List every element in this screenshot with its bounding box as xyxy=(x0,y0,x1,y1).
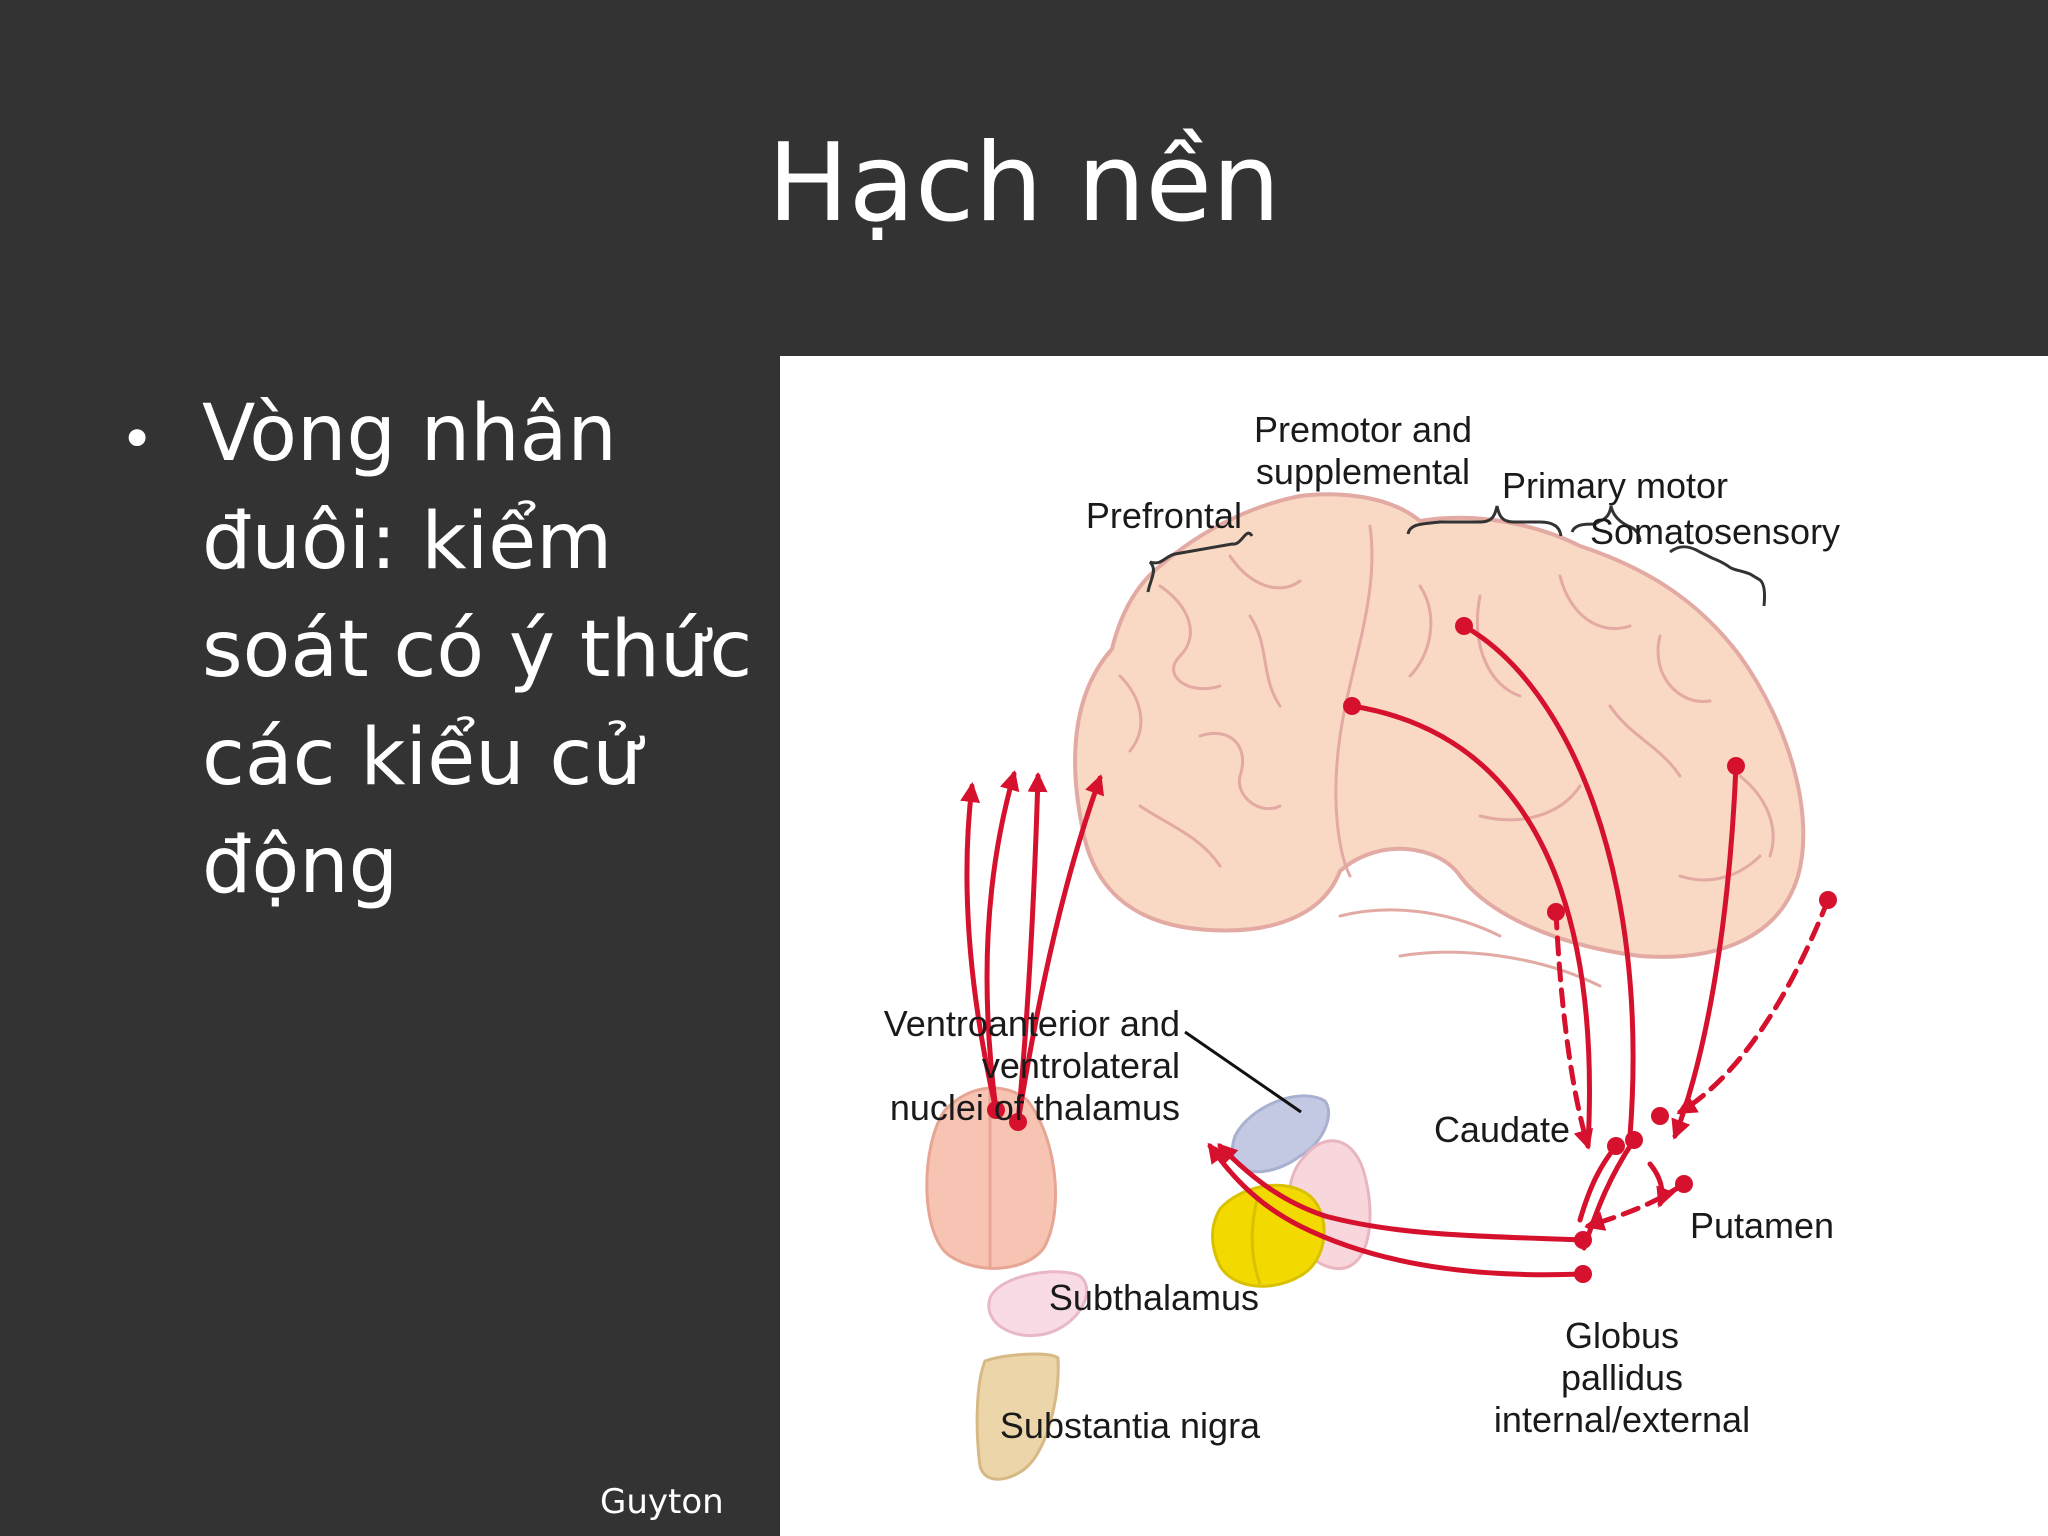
label-globus-3: internal/external xyxy=(1494,1399,1750,1440)
label-putamen: Putamen xyxy=(1690,1205,1834,1246)
dashed-motor-caudate xyxy=(1553,909,1593,1150)
slide-title: Hạch nền xyxy=(767,121,1281,246)
globus-divider xyxy=(1250,1195,1262,1285)
label-thalamus-1: Ventroanterior and xyxy=(884,1003,1180,1044)
dashed-somato-caudate xyxy=(1676,897,1831,1115)
label-caudate: Caudate xyxy=(1434,1109,1570,1150)
label-globus-1: Globus xyxy=(1565,1315,1679,1356)
basal-ganglia-figure: Premotor and supplemental Primary motor … xyxy=(780,356,2048,1536)
cerebral-cortex xyxy=(1073,492,1806,959)
label-primary-motor: Primary motor xyxy=(1502,465,1728,506)
label-premotor-1: Premotor and xyxy=(1254,409,1472,450)
pathway-globus-thalamus xyxy=(1217,1143,1586,1243)
pathway-premotor-caudate xyxy=(1461,623,1636,1139)
label-globus-2: pallidus xyxy=(1561,1357,1683,1398)
image-credit: Guyton xyxy=(600,1482,724,1522)
subthalamus xyxy=(987,1270,1089,1337)
label-subthalamus: Subthalamus xyxy=(1049,1277,1259,1318)
dashed-putamen-globus xyxy=(1584,1181,1687,1231)
dashed-pathways xyxy=(1553,897,1831,1231)
pathway-thalamus-cortex-4 xyxy=(1015,774,1105,1125)
pathway-thalamus-cortex-2 xyxy=(984,770,1020,1113)
label-somatosensory: Somatosensory xyxy=(1590,511,1840,552)
label-prefrontal: Prefrontal xyxy=(1086,495,1242,536)
region-brackets xyxy=(1146,505,1766,607)
pathway-prefrontal-caudate xyxy=(1349,703,1592,1149)
pathway-nodes xyxy=(987,617,1837,1283)
cortical-sulci xyxy=(1118,524,1775,988)
globus-pallidus xyxy=(1211,1183,1326,1288)
label-premotor-2: supplemental xyxy=(1256,451,1470,492)
pathway-globus-thalamus-2 xyxy=(1207,1142,1586,1278)
bullet-dot-icon: • xyxy=(120,405,155,473)
substantia-nigra xyxy=(975,1352,1060,1481)
neural-pathways xyxy=(960,623,1739,1278)
thalamus-leader-line xyxy=(1184,1030,1302,1114)
pathway-thalamus-cortex-1 xyxy=(960,782,999,1113)
pathway-caudate-putamen xyxy=(1647,1161,1676,1208)
pathway-thalamus-cortex-3 xyxy=(1015,772,1048,1125)
label-thalamus-3: nuclei of thalamus xyxy=(890,1087,1180,1128)
figure-svg: Premotor and supplemental Primary motor … xyxy=(884,409,1840,1481)
label-thalamus-2: ventrolateral xyxy=(982,1045,1180,1086)
label-substantia-nigra: Substantia nigra xyxy=(1000,1405,1261,1446)
bullet-text: Vòng nhân đuôi: kiểm soát có ý thức các … xyxy=(202,389,753,911)
